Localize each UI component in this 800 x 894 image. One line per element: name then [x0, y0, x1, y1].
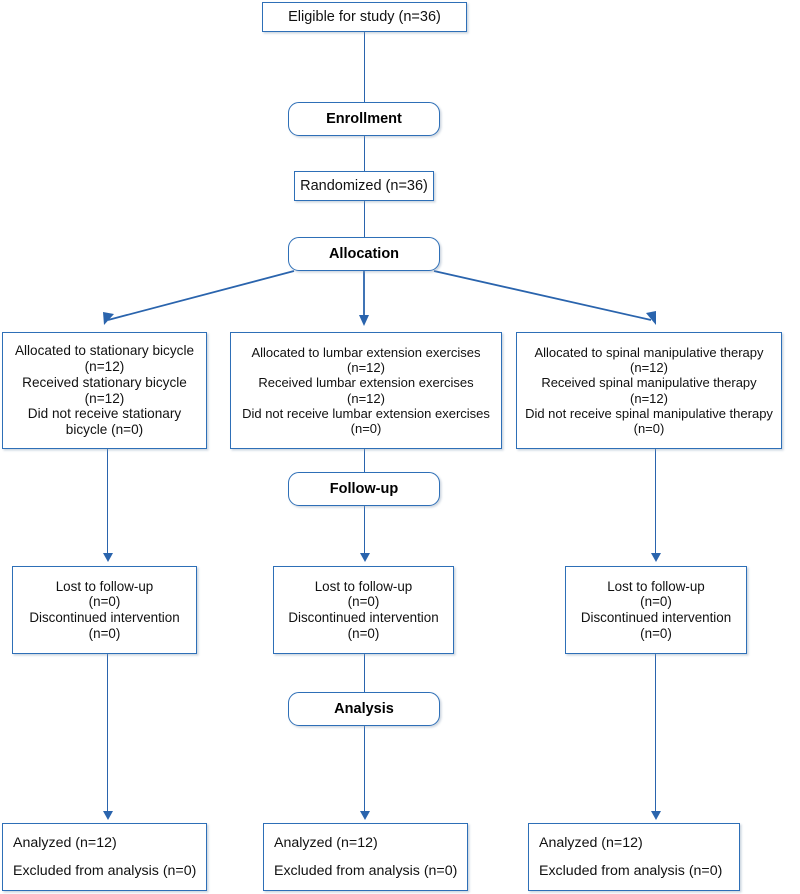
allocation-box-label: Allocated to spinal manipulative therapy…	[525, 344, 773, 436]
allocation-box-label: Allocated to stationary bicycle (n=12) R…	[14, 342, 195, 438]
connector-eligible-to-enrollment	[364, 32, 365, 102]
analysis-line-1: Analyzed (n=12)	[539, 834, 643, 851]
analysis-box-spinal-manipulative-therapy: Analyzed (n=12) Excluded from analysis (n…	[528, 823, 740, 891]
randomized-box-label: Randomized (n=36)	[300, 177, 428, 194]
allocation-box-lumbar-extension-exercises: Allocated to lumbar extension exercises …	[230, 332, 502, 449]
eligible-box: Eligible for study (n=36)	[262, 2, 467, 32]
analysis-line-1: Analyzed (n=12)	[274, 834, 378, 851]
analysis-box-lumbar-extension-exercises: Analyzed (n=12) Excluded from analysis (n…	[263, 823, 468, 891]
analysis-line-2: Excluded from analysis (n=0)	[274, 863, 458, 879]
stage-enrollment: Enrollment	[288, 102, 440, 136]
connector-alloc-to-followup-left	[107, 449, 108, 556]
followup-box-label: Lost to follow-up (n=0) Discontinued int…	[288, 578, 439, 641]
allocation-box-spinal-manipulative-therapy: Allocated to spinal manipulative therapy…	[516, 332, 782, 449]
connector-followup-to-analysis-middle	[364, 654, 365, 814]
connector-enrollment-to-randomized	[364, 136, 365, 171]
eligible-box-label: Eligible for study (n=36)	[288, 8, 441, 25]
followup-box-label: Lost to follow-up (n=0) Discontinued int…	[29, 578, 180, 641]
randomized-box: Randomized (n=36)	[294, 171, 434, 201]
connector-followup-to-analysis-left	[107, 654, 108, 814]
stage-allocation-label: Allocation	[328, 246, 400, 262]
stage-enrollment-label: Enrollment	[326, 111, 402, 127]
arrowhead-followup-to-analysis-right	[651, 811, 661, 820]
connector-followup-to-analysis-right	[655, 654, 656, 814]
analysis-box-text: Analyzed (n=12) Excluded from analysis (n…	[264, 829, 461, 886]
arrowhead-alloc-to-followup-right	[651, 553, 661, 562]
arrowhead-followup-to-analysis-left	[103, 811, 113, 820]
followup-box-label: Lost to follow-up (n=0) Discontinued int…	[580, 578, 732, 641]
analysis-line-2: Excluded from analysis (n=0)	[539, 863, 723, 879]
arrowhead-followup-to-analysis-middle	[360, 811, 370, 820]
analysis-box-text: Analyzed (n=12) Excluded from analysis (n…	[3, 829, 200, 886]
allocation-box-stationary-bicycle: Allocated to stationary bicycle (n=12) R…	[2, 332, 207, 449]
followup-box-stationary-bicycle: Lost to follow-up (n=0) Discontinued int…	[12, 566, 197, 654]
analysis-box-text: Analyzed (n=12) Excluded from analysis (n…	[529, 829, 726, 886]
arrowhead-alloc-to-followup-middle	[360, 553, 370, 562]
stage-analysis-label: Analysis	[334, 701, 394, 717]
stage-allocation: Allocation	[288, 237, 440, 271]
analysis-line-2: Excluded from analysis (n=0)	[13, 863, 197, 879]
followup-box-spinal-manipulative-therapy: Lost to follow-up (n=0) Discontinued int…	[565, 566, 747, 654]
connector-randomized-to-allocation	[364, 201, 365, 237]
stage-followup-label: Follow-up	[329, 481, 399, 497]
allocation-branch-connectors	[103, 270, 656, 326]
followup-box-lumbar-extension-exercises: Lost to follow-up (n=0) Discontinued int…	[273, 566, 454, 654]
allocation-box-label: Allocated to lumbar extension exercises …	[242, 344, 490, 436]
stage-followup: Follow-up	[288, 472, 440, 506]
stage-analysis: Analysis	[288, 692, 440, 726]
analysis-line-1: Analyzed (n=12)	[13, 834, 117, 851]
analysis-box-stationary-bicycle: Analyzed (n=12) Excluded from analysis (n…	[2, 823, 207, 891]
arrowhead-alloc-to-followup-left	[103, 553, 113, 562]
connector-alloc-to-followup-right	[655, 449, 656, 556]
